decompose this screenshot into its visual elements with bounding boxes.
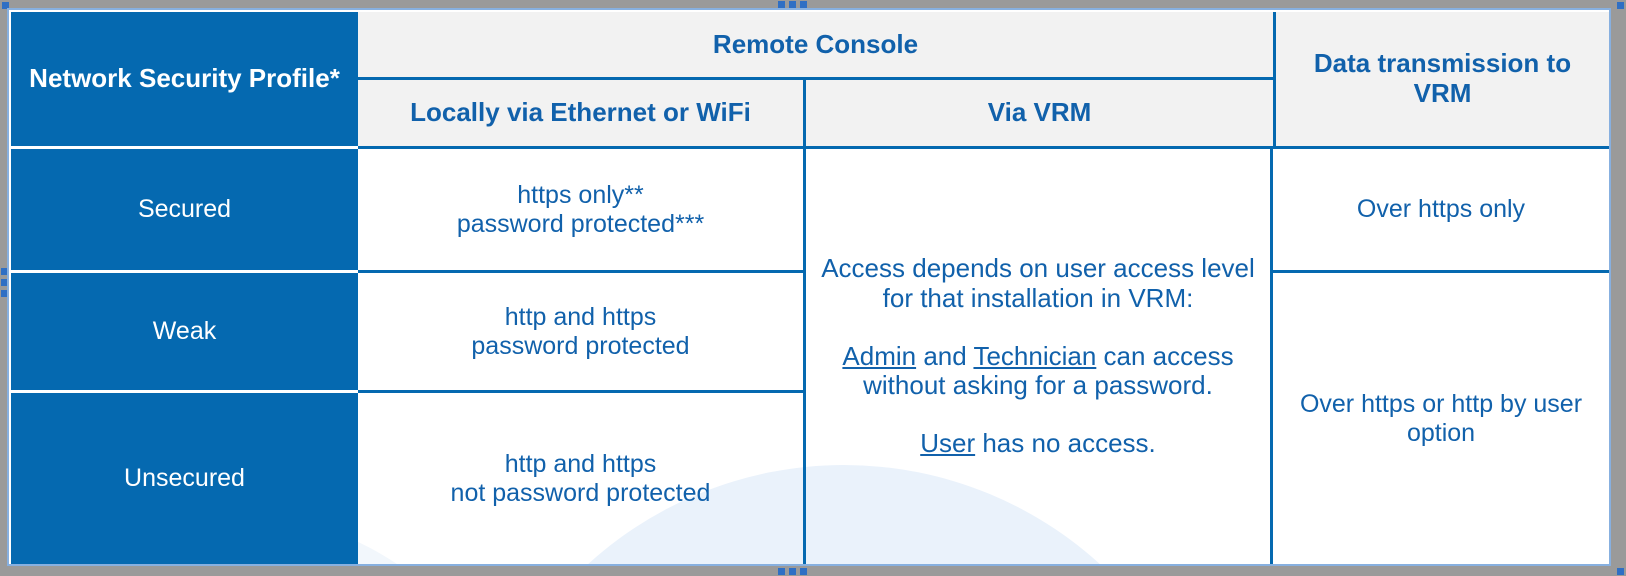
vrm-link-user: User bbox=[920, 428, 976, 459]
resize-handle-left-b[interactable] bbox=[1, 279, 8, 286]
resize-handle-top-center-a[interactable] bbox=[778, 1, 785, 8]
cell-via-vrm-description: Access depends on user access level for … bbox=[806, 149, 1273, 564]
cell-locally-unsecured-line2: not password protected bbox=[450, 478, 711, 507]
vrm-spacer-2 bbox=[814, 401, 1262, 429]
row-label-secured: Secured bbox=[11, 149, 358, 273]
vrm-link-admin: Admin bbox=[842, 340, 917, 371]
header-data-transmission-to-vrm: Data transmission to VRM bbox=[1273, 12, 1609, 149]
vrm-spacer-1 bbox=[814, 314, 1262, 342]
vrm-paragraph-3-post: has no access. bbox=[975, 428, 1156, 459]
resize-handle-top-center-c[interactable] bbox=[800, 1, 807, 8]
row-label-weak: Weak bbox=[11, 273, 358, 393]
header-via-vrm: Via VRM bbox=[806, 80, 1273, 149]
cell-locally-secured-line1: https only** bbox=[517, 180, 644, 209]
vrm-link-technician: Technician bbox=[973, 340, 1097, 371]
resize-handle-top-center-b[interactable] bbox=[789, 1, 796, 8]
resize-handle-bottom-center-c[interactable] bbox=[800, 568, 807, 575]
resize-handle-bottom-center-a[interactable] bbox=[778, 568, 785, 575]
cell-locally-secured-line2: password protected*** bbox=[456, 209, 705, 238]
cell-locally-weak-line2: password protected bbox=[471, 331, 690, 360]
cell-locally-unsecured: http and https not password protected bbox=[358, 393, 806, 564]
resize-handle-left-c[interactable] bbox=[1, 290, 8, 297]
vrm-paragraph-2-mid: and bbox=[916, 340, 974, 371]
cell-data-transmission-secured: Over https only bbox=[1273, 149, 1609, 273]
vrm-paragraph-3: User has no access. bbox=[814, 428, 1262, 459]
cell-locally-weak-line1: http and https bbox=[504, 302, 657, 331]
cell-locally-unsecured-line1: http and https bbox=[504, 449, 657, 478]
vrm-paragraph-1: Access depends on user access level for … bbox=[821, 252, 1255, 313]
header-locally-via-ethernet-or-wifi: Locally via Ethernet or WiFi bbox=[358, 80, 806, 149]
header-remote-console: Remote Console bbox=[358, 12, 1273, 80]
resize-handle-bottom-right[interactable] bbox=[1617, 568, 1624, 575]
cell-locally-weak: http and https password protected bbox=[358, 273, 806, 393]
vrm-paragraph-2-post: can access without asking for a password… bbox=[863, 340, 1234, 401]
resize-handle-top-right[interactable] bbox=[1617, 2, 1624, 9]
resize-handle-bottom-center-b[interactable] bbox=[789, 568, 796, 575]
cell-data-transmission-weak-unsecured: Over https or http by user option bbox=[1299, 389, 1583, 447]
row-label-unsecured: Unsecured bbox=[11, 393, 358, 564]
vrm-paragraph-2: Admin and Technician can access without … bbox=[814, 340, 1262, 402]
resize-handle-top-left[interactable] bbox=[2, 2, 9, 9]
resize-handle-left-a[interactable] bbox=[1, 268, 8, 275]
cell-locally-secured: https only** password protected*** bbox=[358, 149, 806, 273]
header-network-security-profile: Network Security Profile* bbox=[11, 12, 358, 149]
network-security-profile-table: Network Security Profile* Remote Console… bbox=[11, 12, 1609, 564]
slide-frame: Network Security Profile* Remote Console… bbox=[7, 8, 1611, 566]
